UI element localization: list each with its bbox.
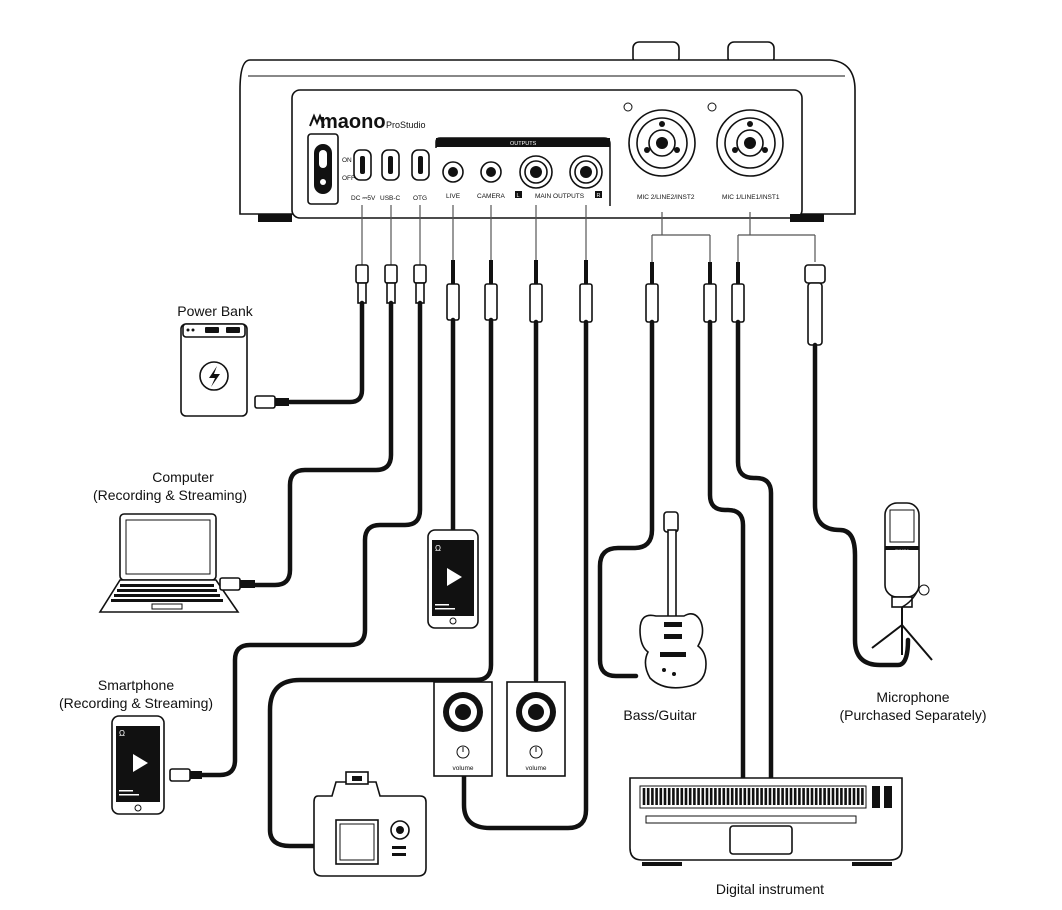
usb-plugs <box>355 264 427 304</box>
smartphone-label-2: (Recording & Streaming) <box>59 695 213 711</box>
computer: Computer (Recording & Streaming) <box>93 469 255 613</box>
jack-main-left[interactable] <box>519 155 553 189</box>
play-icon <box>133 754 148 772</box>
mic-brand: maono <box>895 548 909 553</box>
digital-instrument: Digital instrument <box>629 777 903 897</box>
usb-plug-dc <box>355 264 369 304</box>
usb-plug-otg <box>413 264 427 304</box>
speaker-left: volume <box>433 681 493 777</box>
speaker-left-volume-label: volume <box>453 765 474 772</box>
jack-live[interactable] <box>442 161 464 183</box>
jack-plugs <box>446 260 826 346</box>
microphone-label-1: Microphone <box>876 689 949 705</box>
cable-instrument-a <box>707 319 746 783</box>
jack-camera[interactable] <box>480 161 502 183</box>
combo-input-1-label: MIC 1/LINE1/INST1 <box>722 194 780 201</box>
plug-main-left <box>529 260 543 323</box>
outputs-header: OUTPUTS <box>510 141 537 147</box>
main-left-label: L <box>517 193 520 199</box>
camera <box>313 771 427 877</box>
power-bank: Power Bank <box>177 303 289 417</box>
cables <box>197 300 911 849</box>
smartphone-label-1: Smartphone <box>98 677 174 693</box>
main-right-label: R <box>597 193 601 199</box>
usb-plug-usbc <box>384 264 398 304</box>
audio-interface: maono ProStudio ON OFF DC ⎓5V USB-C OTG … <box>239 41 856 222</box>
port-otg-label: OTG <box>413 195 427 202</box>
bass-guitar-label: Bass/Guitar <box>623 707 696 723</box>
plug-input2-instrument <box>703 262 717 323</box>
bass-guitar: Bass/Guitar <box>623 511 707 723</box>
cable-power-bank <box>287 300 365 405</box>
jack-camera-label: CAMERA <box>477 193 505 200</box>
microphone-label-2: (Purchased Separately) <box>839 707 986 723</box>
live-phone-app-logo: Ω <box>435 544 441 553</box>
cable-smartphone <box>197 300 423 778</box>
plug-main-right <box>579 260 593 323</box>
cable-camera <box>267 317 494 849</box>
plug-xlr-mic <box>804 264 826 346</box>
speaker-right: volume <box>506 681 566 777</box>
cable-microphone <box>812 342 911 668</box>
computer-label-2: (Recording & Streaming) <box>93 487 247 503</box>
live-phone: Ω <box>427 529 479 629</box>
cable-instrument-b <box>735 319 774 783</box>
combo-input-2[interactable] <box>623 102 696 177</box>
port-leader-lines <box>361 205 816 265</box>
brand-name: maono <box>320 111 386 133</box>
plug-camera <box>484 260 498 321</box>
outputs-header-bar <box>436 138 610 147</box>
port-otg[interactable] <box>411 149 430 181</box>
port-dc[interactable] <box>353 149 372 181</box>
cable-speaker-right <box>461 319 589 831</box>
jack-main-right[interactable] <box>569 155 603 189</box>
plug-input1-instrument <box>731 262 745 323</box>
digital-instrument-label: Digital instrument <box>716 881 824 897</box>
microphone: maono Microphone (Purchased Separately) <box>839 502 987 723</box>
speaker-right-volume-label: volume <box>526 765 547 772</box>
computer-label-1: Computer <box>152 469 214 485</box>
combo-input-1[interactable] <box>707 102 784 177</box>
plug-live <box>446 260 460 321</box>
port-usbc[interactable] <box>381 149 400 181</box>
maono-logo-icon <box>309 113 325 127</box>
power-off-label: OFF <box>342 175 355 182</box>
smartphone: Smartphone (Recording & Streaming) Ω <box>59 677 213 815</box>
jack-main-label: MAIN OUTPUTS <box>535 193 585 200</box>
power-on-label: ON <box>342 157 352 164</box>
port-dc-label: DC ⎓5V <box>351 195 376 202</box>
model-name: ProStudio <box>386 120 426 130</box>
play-icon <box>447 568 462 586</box>
port-usbc-label: USB-C <box>380 195 401 202</box>
combo-input-2-label: MIC 2/LINE2/INST2 <box>637 194 695 201</box>
jack-live-label: LIVE <box>446 193 461 200</box>
cable-guitar <box>597 319 655 679</box>
cable-computer <box>252 300 394 588</box>
plug-input2-guitar <box>645 262 659 323</box>
power-bank-label: Power Bank <box>177 303 253 319</box>
smartphone-app-logo: Ω <box>119 729 125 738</box>
